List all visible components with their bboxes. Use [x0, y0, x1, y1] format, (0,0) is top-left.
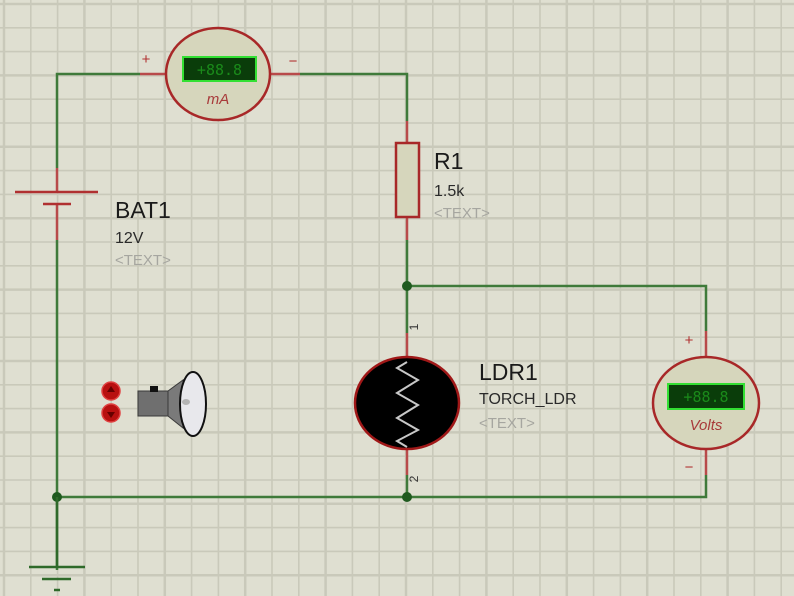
ground-icon	[29, 497, 85, 592]
junction-dot	[402, 281, 412, 291]
ldr-value: TORCH_LDR	[479, 391, 577, 408]
battery-value: 12V	[115, 230, 144, 247]
junction-dot	[402, 492, 412, 502]
arrow-up-icon	[107, 386, 115, 392]
battery-bat1[interactable]: BAT1 12V <TEXT>	[15, 168, 171, 269]
voltmeter-unit: Volts	[690, 417, 723, 434]
arrow-down-icon	[107, 412, 115, 418]
ammeter[interactable]: +88.8 mA + −	[140, 26, 300, 122]
voltmeter-reading: +88.8	[683, 388, 728, 406]
resistor-r1[interactable]: R1 1.5k <TEXT>	[394, 121, 490, 240]
battery-text: <TEXT>	[115, 252, 171, 269]
ldr-name: LDR1	[479, 359, 538, 385]
ldr-ldr1[interactable]: 1 2 LDR1 TORCH_LDR <TEXT>	[353, 312, 577, 482]
ldr-body	[353, 355, 461, 451]
ammeter-plus-sign: +	[142, 51, 151, 68]
torch[interactable]	[101, 371, 207, 437]
ldr-pin2-label: 2	[407, 475, 421, 482]
ldr-pin1-label: 1	[407, 323, 421, 330]
ammeter-display	[182, 56, 257, 82]
voltmeter-plus-sign: +	[685, 332, 694, 349]
wire-to-voltmeter-top[interactable]	[407, 284, 708, 331]
resistor-text: <TEXT>	[434, 205, 490, 222]
voltmeter[interactable]: +88.8 Volts + −	[651, 331, 761, 476]
wire-bottom-horizontal[interactable]	[57, 475, 708, 499]
voltmeter-minus-sign: −	[685, 459, 694, 476]
torch-icon	[137, 371, 207, 437]
wire-top-left[interactable]	[55, 72, 140, 168]
resistor-value: 1.5k	[434, 183, 465, 200]
ldr-zigzag-icon	[394, 361, 421, 448]
voltmeter-display	[667, 383, 745, 410]
resistor-body	[394, 141, 421, 219]
ammeter-reading: +88.8	[197, 61, 242, 79]
wire-top-right[interactable]	[300, 72, 409, 121]
ammeter-minus-sign: −	[289, 53, 298, 70]
ammeter-unit: mA	[207, 91, 230, 108]
resistor-name: R1	[434, 148, 463, 174]
battery-name: BAT1	[115, 197, 171, 223]
ldr-text: <TEXT>	[479, 415, 535, 432]
